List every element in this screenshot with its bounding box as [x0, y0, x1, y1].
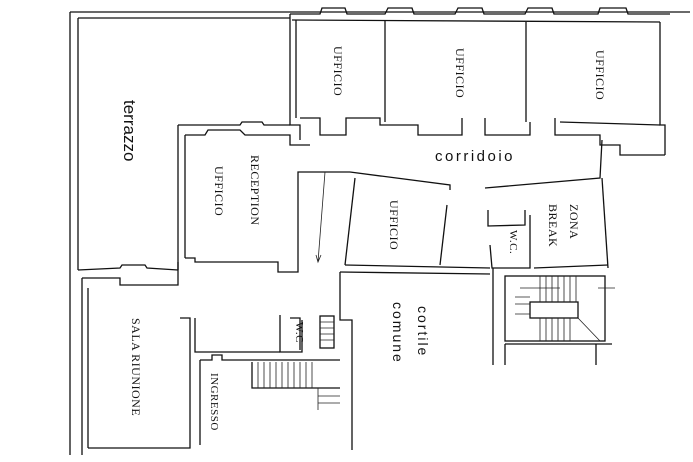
- room-label-reception-ufficio: UFFICIO: [212, 166, 226, 217]
- reception-walls: [185, 129, 350, 273]
- room-label-reception: RECEPTION: [248, 155, 262, 226]
- staircase-lower: [251, 362, 340, 410]
- room-label-ufficio-center: UFFICIO: [387, 200, 401, 251]
- staircase-right: [492, 268, 615, 365]
- room-label-ufficio-2: UFFICIO: [453, 48, 467, 99]
- sala-riunione-walls: [81, 278, 340, 455]
- room-label-break: BREAK: [546, 204, 560, 248]
- terrazzo-walls: [77, 121, 290, 286]
- room-label-comune: comune: [390, 302, 406, 364]
- room-label-ufficio-3: UFFICIO: [593, 50, 607, 101]
- room-label-cortile: cortile: [415, 306, 431, 358]
- room-label-corridoio: corridoio: [435, 148, 516, 165]
- central-office-walls: [315, 171, 491, 275]
- room-label-ufficio-1: UFFICIO: [331, 46, 345, 97]
- room-label-sala-riunione: SALA RIUNIONE: [129, 318, 143, 417]
- room-label-zona: ZONA: [567, 204, 581, 240]
- room-label-ingresso: INGRESSO: [208, 373, 220, 431]
- room-label-wc-right: W.C.: [507, 230, 519, 255]
- room-label-wc-left: W.C: [293, 322, 305, 343]
- office-walls: [289, 14, 665, 156]
- lower-center-walls: [279, 272, 353, 450]
- room-label-terrazzo: terrazzo: [120, 100, 139, 162]
- break-area-walls: [484, 139, 609, 269]
- outer-walls: [69, 7, 690, 455]
